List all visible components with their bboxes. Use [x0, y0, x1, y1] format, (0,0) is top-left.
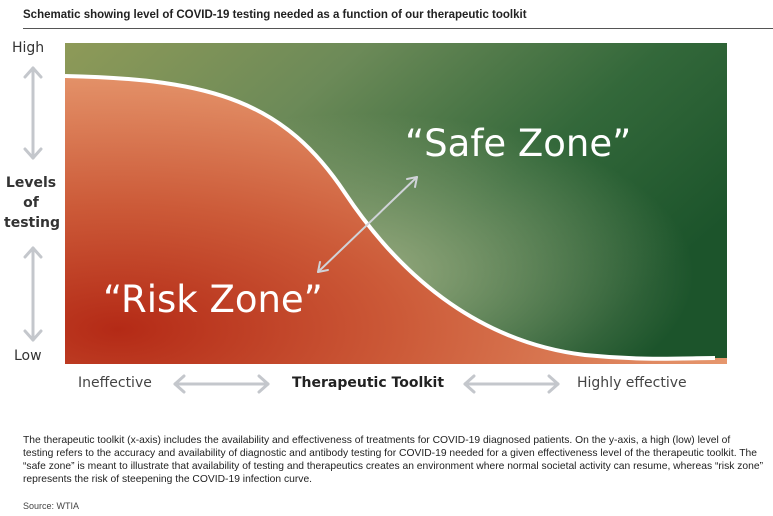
y-axis-low-label: Low: [14, 348, 42, 364]
x-axis-left-arrow: [173, 374, 270, 394]
zone-diagram: “Safe Zone” “Risk Zone”: [65, 43, 727, 364]
risk-zone-area: [65, 76, 727, 364]
figure-title: Schematic showing level of COVID-19 test…: [23, 9, 527, 21]
threshold-curve: [65, 74, 716, 361]
x-axis-right-arrow: [463, 374, 560, 394]
source-note: Source: WTIA: [23, 501, 80, 511]
y-axis-lower-arrow: [23, 246, 43, 342]
x-axis-left-label: Ineffective: [78, 375, 152, 391]
y-axis-high-label: High: [12, 40, 45, 56]
x-axis-right-label: Highly effective: [577, 375, 687, 391]
caption-text: The therapeutic toolkit (x-axis) include…: [23, 435, 764, 485]
x-axis-label: Therapeutic Toolkit: [292, 375, 445, 391]
y-axis-label: Levels of testing: [4, 173, 60, 233]
zone-boundary-arrow: [317, 176, 418, 273]
title-divider: [23, 28, 773, 29]
y-axis-label-line-3: testing: [4, 215, 60, 231]
y-axis-upper-arrow: [23, 66, 43, 160]
risk-zone-label: “Risk Zone”: [103, 278, 323, 321]
y-axis-label-line-2: of: [23, 195, 39, 211]
y-axis-label-line-1: Levels: [5, 175, 57, 191]
safe-zone-label: “Safe Zone”: [405, 122, 631, 165]
